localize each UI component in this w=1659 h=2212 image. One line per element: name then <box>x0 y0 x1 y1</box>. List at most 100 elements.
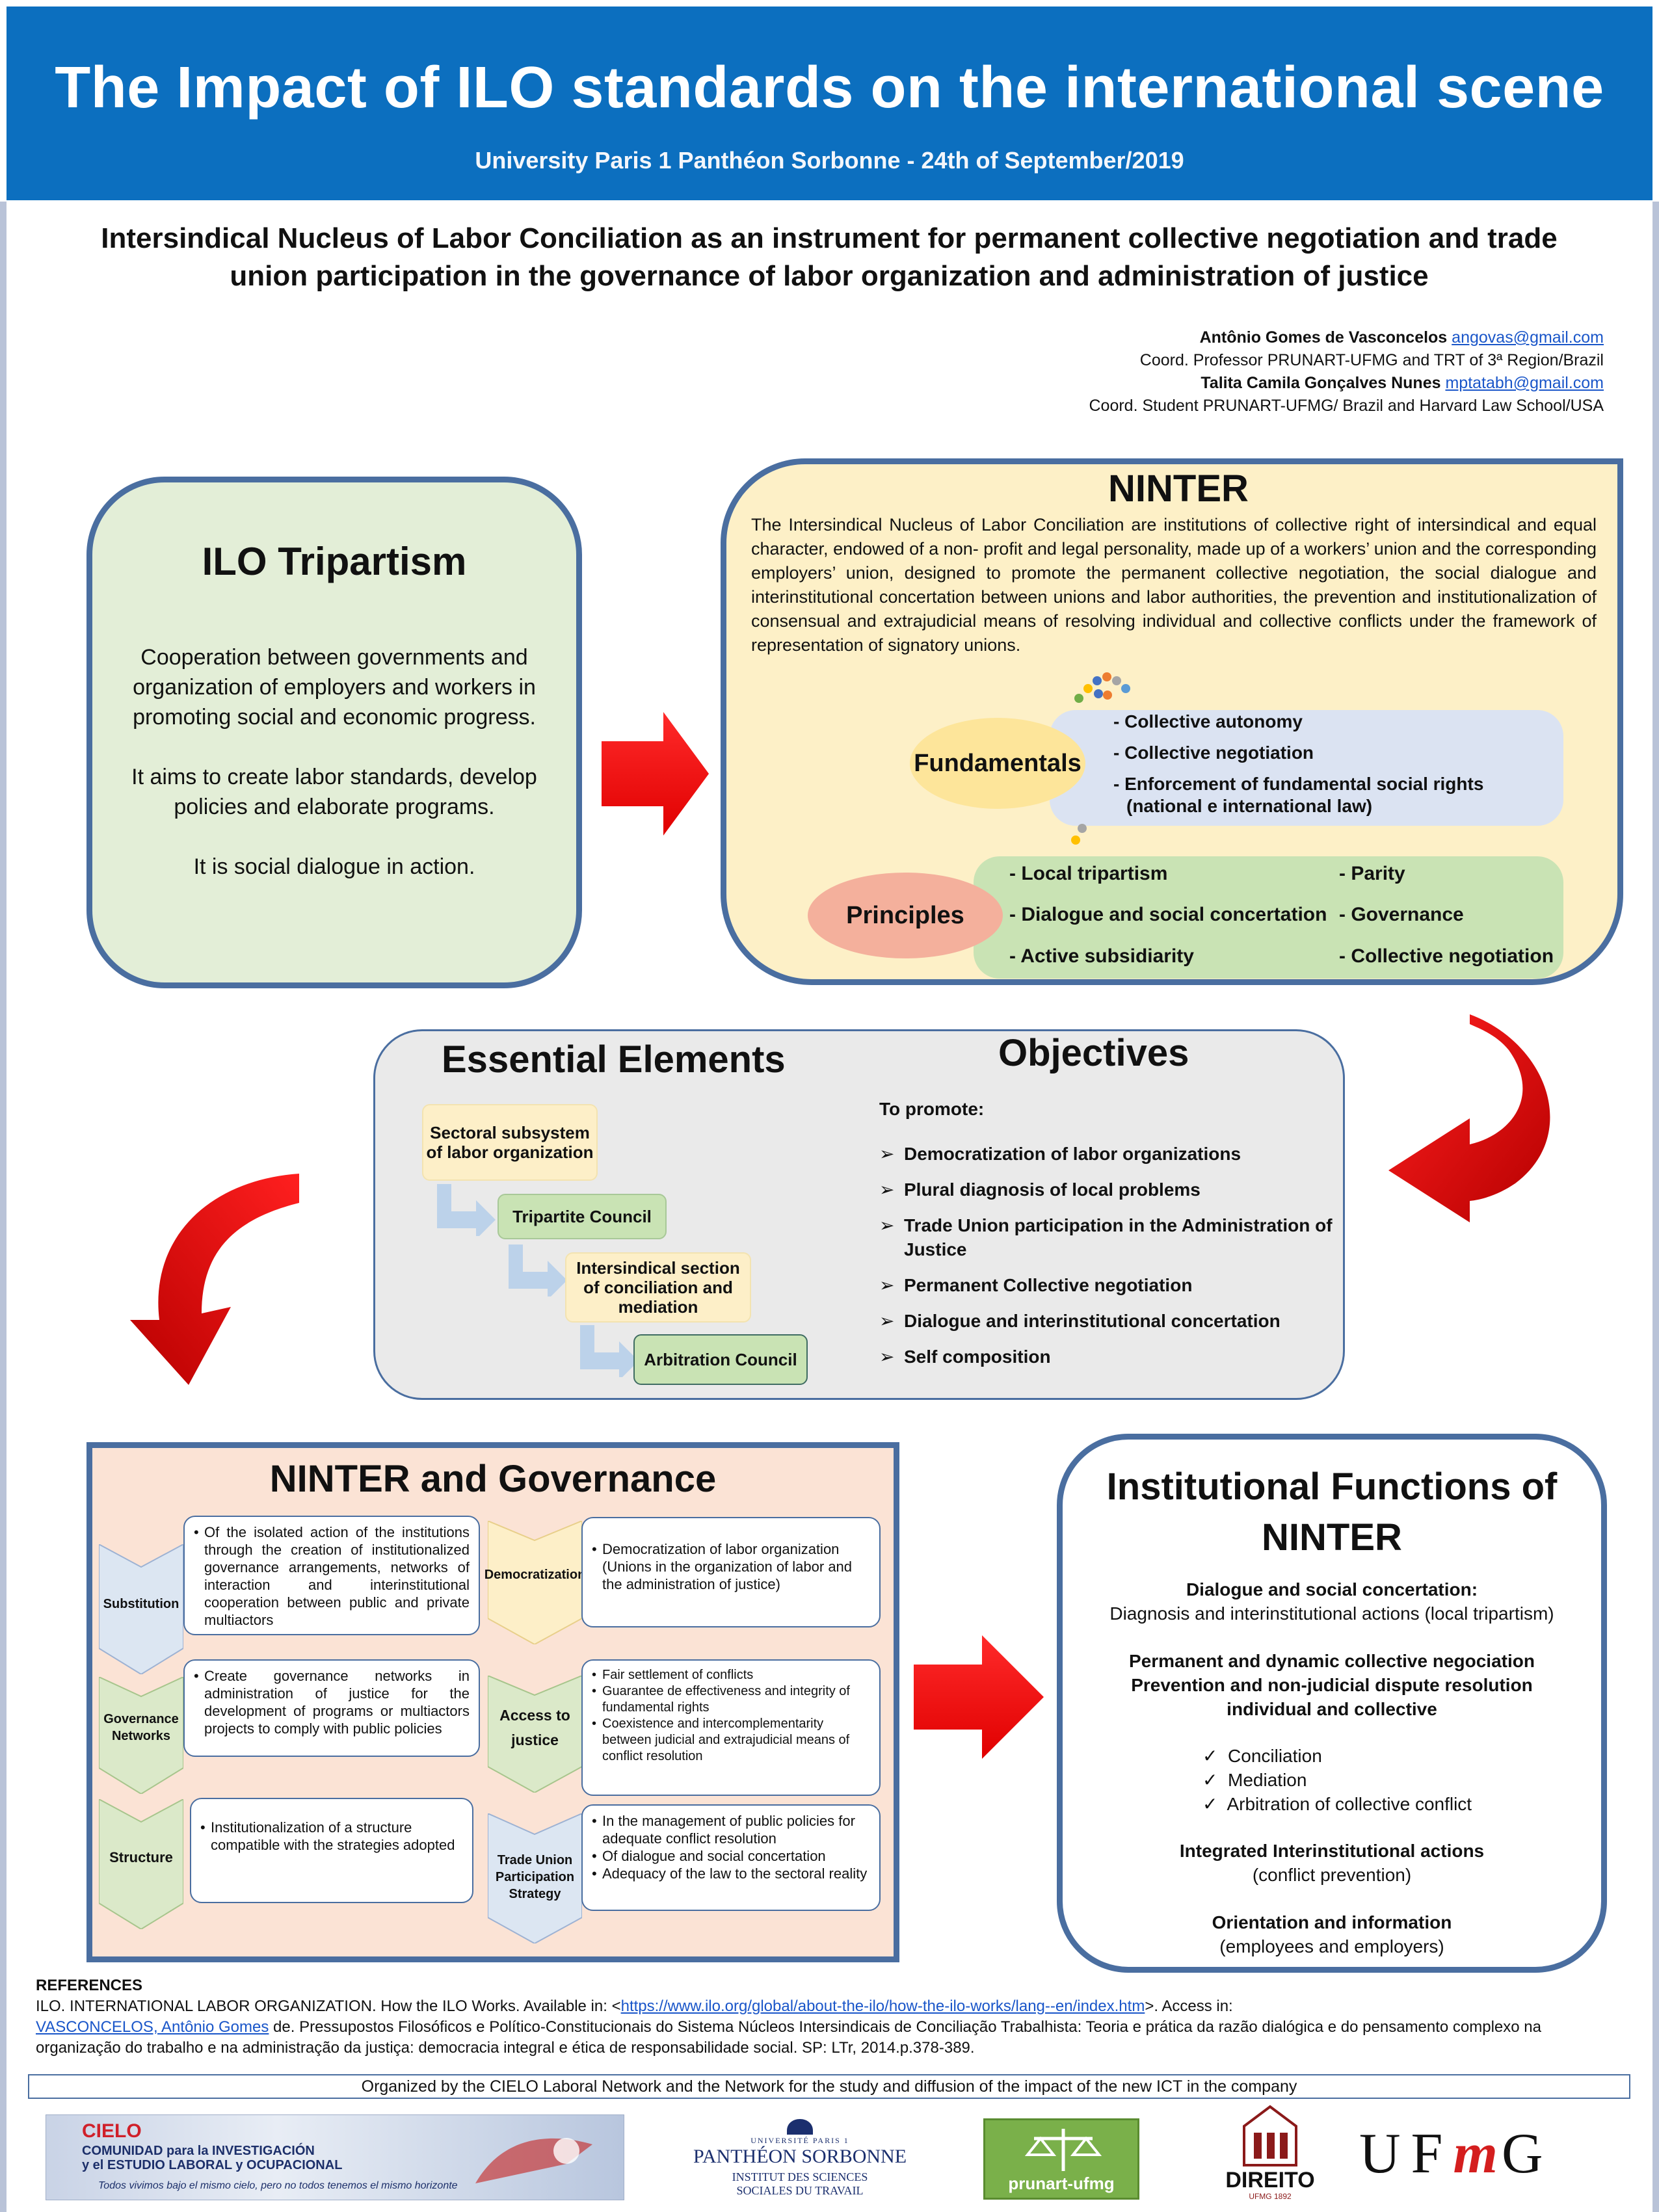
inst-check-list: ✓ Conciliation ✓ Mediation ✓ Arbitration… <box>1202 1744 1601 1816</box>
cielo-logo: CIELO COMUNIDAD para la INVESTIGACIÓN y … <box>46 2114 624 2200</box>
ilo-paragraph-3: It is social dialogue in action. <box>193 854 475 879</box>
institutional-functions-box: Institutional Functions of NINTER Dialog… <box>1057 1434 1607 1973</box>
inst-block1-title: Dialogue and social concertation: <box>1186 1579 1478 1600</box>
card-substitution-text: Of the isolated action of the institutio… <box>194 1523 470 1629</box>
cielo-line-2: y el ESTUDIO LABORAL y OCUPACIONAL <box>82 2158 343 2172</box>
checkmark-icon: ✓ <box>1202 1746 1218 1766</box>
institutional-title-line2: NINTER <box>1262 1516 1402 1559</box>
label-democratization: Democratization <box>484 1568 586 1582</box>
arrow-bullet-icon: ➢ <box>879 1275 895 1295</box>
ufmg-g: G <box>1501 2122 1543 2185</box>
card-access-item-3: Coexistence and intercomplementarity bet… <box>592 1716 870 1765</box>
fundamentals-panel: - Collective autonomy - Collective negot… <box>1050 710 1563 826</box>
reference-3: organização do trabalho e na administraç… <box>36 2039 975 2057</box>
author-2-email[interactable]: mptatabh@gmail.com <box>1445 374 1604 392</box>
step-arbitration-council: Arbitration Council <box>633 1334 808 1385</box>
objective-item: ➢Permanent Collective negotiation <box>879 1273 1347 1297</box>
step-intersindical-section: Intersindical section of conciliation an… <box>565 1252 751 1323</box>
right-arrow-icon <box>602 712 709 836</box>
dot-3 <box>1112 676 1121 685</box>
ilo-title: ILO Tripartism <box>202 540 467 583</box>
ilo-tripartism-box: ILO Tripartism Cooperation between gover… <box>86 477 582 988</box>
card-trade-item-2: Of dialogue and social concertation <box>592 1847 870 1865</box>
institutional-title: Institutional Functions of NINTER <box>1063 1462 1601 1563</box>
arrow-bullet-icon: ➢ <box>879 1311 895 1331</box>
sorbonne-dome-icon <box>787 2119 813 2135</box>
reference-1: ILO. INTERNATIONAL LABOR ORGANIZATION. H… <box>36 1997 1233 2015</box>
objective-item: ➢Democratization of labor organizations <box>879 1142 1347 1166</box>
ufmg-logo: UFmG <box>1359 2118 1606 2196</box>
inst-block3-title: Integrated Interinstitutional actions <box>1179 1841 1485 1861</box>
reference-1-link[interactable]: https://www.ilo.org/global/about-the-ilo… <box>620 1997 1145 2015</box>
inst-block3-text: (conflict prevention) <box>1252 1865 1412 1885</box>
objectives-intro: To promote: <box>879 1099 985 1119</box>
arrow-bullet-icon: ➢ <box>879 1215 895 1235</box>
step-tripartite-council: Tripartite Council <box>498 1194 667 1239</box>
author-2-name: Talita Camila Gonçalves Nunes <box>1201 374 1441 392</box>
inst-block4-text: (employees and employers) <box>1219 1936 1444 1956</box>
objective-item: ➢Dialogue and interinstitutional concert… <box>879 1309 1347 1333</box>
objective-item: ➢Plural diagnosis of local problems <box>879 1178 1347 1202</box>
principles-oval: Principles <box>808 873 1003 958</box>
ninter-box: NINTER The Intersindical Nucleus of Labo… <box>721 458 1623 985</box>
fundamental-item-4: (national e international law) <box>1126 796 1373 816</box>
building-icon <box>1243 2105 1297 2166</box>
author-2-role: Coord. Student PRUNART-UFMG/ Brazil and … <box>1089 397 1604 415</box>
objectives-list: ➢Democratization of labor organizations … <box>879 1142 1347 1380</box>
arrow-bullet-icon: ➢ <box>879 1144 895 1164</box>
sorbonne-line2: SOCIALES DU TRAVAIL <box>736 2184 864 2197</box>
institutional-title-line1: Institutional Functions of <box>1106 1466 1558 1508</box>
governance-box: NINTER and Governance Substitution Of th… <box>86 1442 899 1962</box>
card-access-item-2: Guarantee de effectiveness and integrity… <box>592 1683 870 1716</box>
card-structure: Institutionalization of a structure comp… <box>190 1798 473 1903</box>
scales-icon <box>1024 2129 1102 2171</box>
elbow-arrow-icon <box>509 1244 567 1297</box>
inst-check-item: ✓ Arbitration of collective conflict <box>1202 1794 1472 1814</box>
essential-elements-title: Essential Elements <box>442 1038 786 1081</box>
ilo-paragraph-2: It aims to create labor standards, devel… <box>131 765 537 819</box>
ufmg-uf: UF <box>1359 2122 1453 2185</box>
inst-block2-line1: Permanent and dynamic collective negocia… <box>1129 1651 1535 1671</box>
sorbonne-logo: UNIVERSITÉ PARIS 1 PANTHÉON SORBONNE INS… <box>689 2116 910 2198</box>
sorbonne-line1: INSTITUT DES SCIENCES <box>732 2170 868 2183</box>
ufmg-m: m <box>1453 2122 1502 2185</box>
right-arrow-icon <box>914 1635 1044 1759</box>
inst-block1-text: Diagnosis and interinstitutional actions… <box>1109 1603 1554 1624</box>
ninter-title: NINTER <box>1108 467 1249 510</box>
inst-block2-line2: Prevention and non-judicial dispute reso… <box>1131 1675 1533 1695</box>
fundamental-item-1: - Collective autonomy <box>1113 711 1303 731</box>
inst-block4-title: Orientation and information <box>1212 1912 1452 1932</box>
reference-2-link[interactable]: VASCONCELOS, Antônio Gomes <box>36 2018 269 2036</box>
chevron-democratization <box>488 1521 582 1644</box>
card-structure-text: Institutionalization of a structure comp… <box>200 1819 463 1854</box>
inst-check-item: ✓ Mediation <box>1202 1770 1307 1790</box>
cielo-line-1: COMUNIDAD para la INVESTIGACIÓN <box>82 2144 315 2158</box>
direito-logo: DIREITO UFMG 1892 <box>1221 2103 1319 2207</box>
card-trade-item-1: In the management of public policies for… <box>592 1812 870 1847</box>
inst-block2-line3: individual and collective <box>1227 1699 1437 1719</box>
author-1-email[interactable]: angovas@gmail.com <box>1452 328 1604 347</box>
reference-2: VASCONCELOS, Antônio Gomes de. Pressupos… <box>36 2018 1541 2036</box>
dot-6 <box>1074 694 1083 703</box>
cielo-name: CIELO <box>82 2120 142 2142</box>
principle-right-1: - Parity <box>1339 863 1405 884</box>
organized-by-banner: Organized by the CIELO Laboral Network a… <box>28 2074 1630 2099</box>
curved-arrow-right-icon <box>1388 1014 1550 1222</box>
curved-arrow-left-icon <box>130 1174 299 1385</box>
card-access-to-justice: Fair settlement of conflicts Guarantee d… <box>581 1659 881 1796</box>
step-sectoral-subsystem: Sectoral subsystem of labor organization <box>422 1104 598 1181</box>
dots-cluster-icon <box>1074 672 1130 703</box>
label-structure: Structure <box>109 1849 173 1865</box>
chevron-substitution <box>99 1544 183 1674</box>
cielo-lines: COMUNIDAD para la INVESTIGACIÓN y el EST… <box>82 2144 342 2172</box>
cielo-figure-icon <box>475 2138 592 2183</box>
elbow-arrow-icon <box>437 1184 496 1236</box>
ilo-paragraph-1: Cooperation between governments and orga… <box>133 645 536 730</box>
sorbonne-top: UNIVERSITÉ PARIS 1 <box>750 2136 849 2145</box>
card-access-item-1: Fair settlement of conflicts <box>592 1667 870 1683</box>
card-trade-item-3: Adequacy of the law to the sectoral real… <box>592 1865 870 1882</box>
chevron-trade-union-strategy <box>488 1813 582 1943</box>
fundamental-item-2: - Collective negotiation <box>1113 743 1314 763</box>
arrow-bullet-icon: ➢ <box>879 1179 895 1200</box>
header-banner: The Impact of ILO standards on the inter… <box>7 7 1652 200</box>
